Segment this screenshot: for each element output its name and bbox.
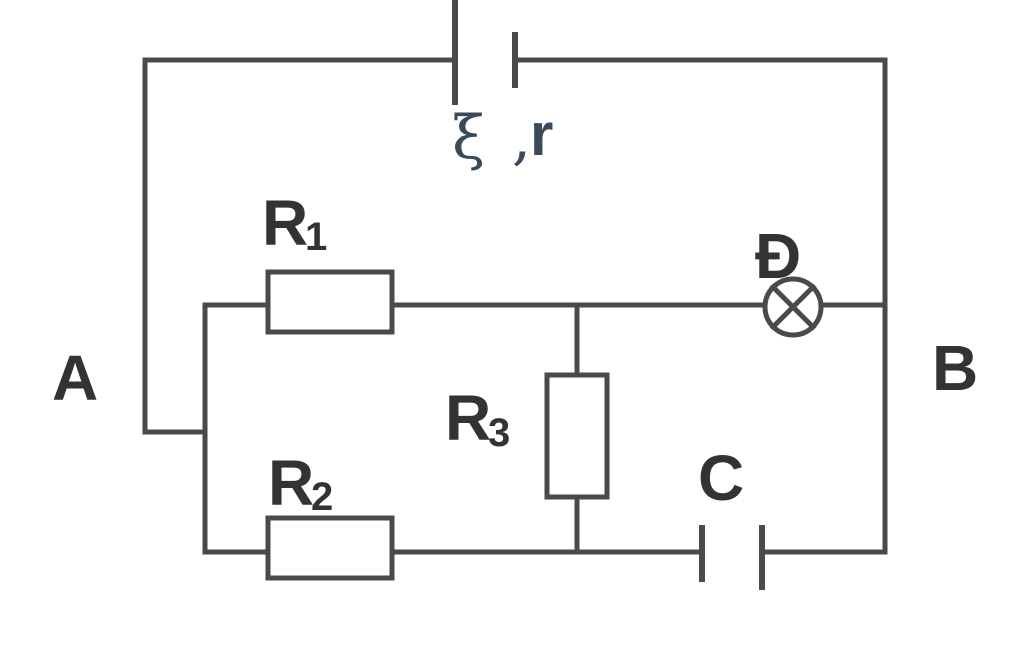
resistor-r1: [265, 269, 395, 335]
resistor-r2: [265, 515, 395, 581]
capacitor: [699, 525, 765, 590]
battery-source: [452, 0, 518, 105]
capacitor-label: C: [698, 442, 744, 514]
lamp-cross-b: [769, 283, 817, 331]
r2-label: R: [268, 447, 314, 519]
node-b-label: B: [932, 332, 978, 404]
lamp: [762, 276, 824, 338]
node-a-label: A: [52, 342, 98, 414]
r3-subscript: 3: [488, 411, 510, 455]
top-branch: [142, 0, 888, 105]
r1-label: R: [262, 187, 308, 259]
r1-subscript: 1: [305, 215, 327, 259]
source-emf-label: ξ: [452, 103, 485, 173]
r2-subscript: 2: [311, 475, 333, 519]
r3-label: R: [445, 382, 491, 454]
resistor-r3: [544, 372, 610, 500]
source-separator: ,: [512, 103, 531, 173]
lamp-label: Đ: [755, 220, 801, 292]
source-r-label: r: [530, 101, 553, 168]
